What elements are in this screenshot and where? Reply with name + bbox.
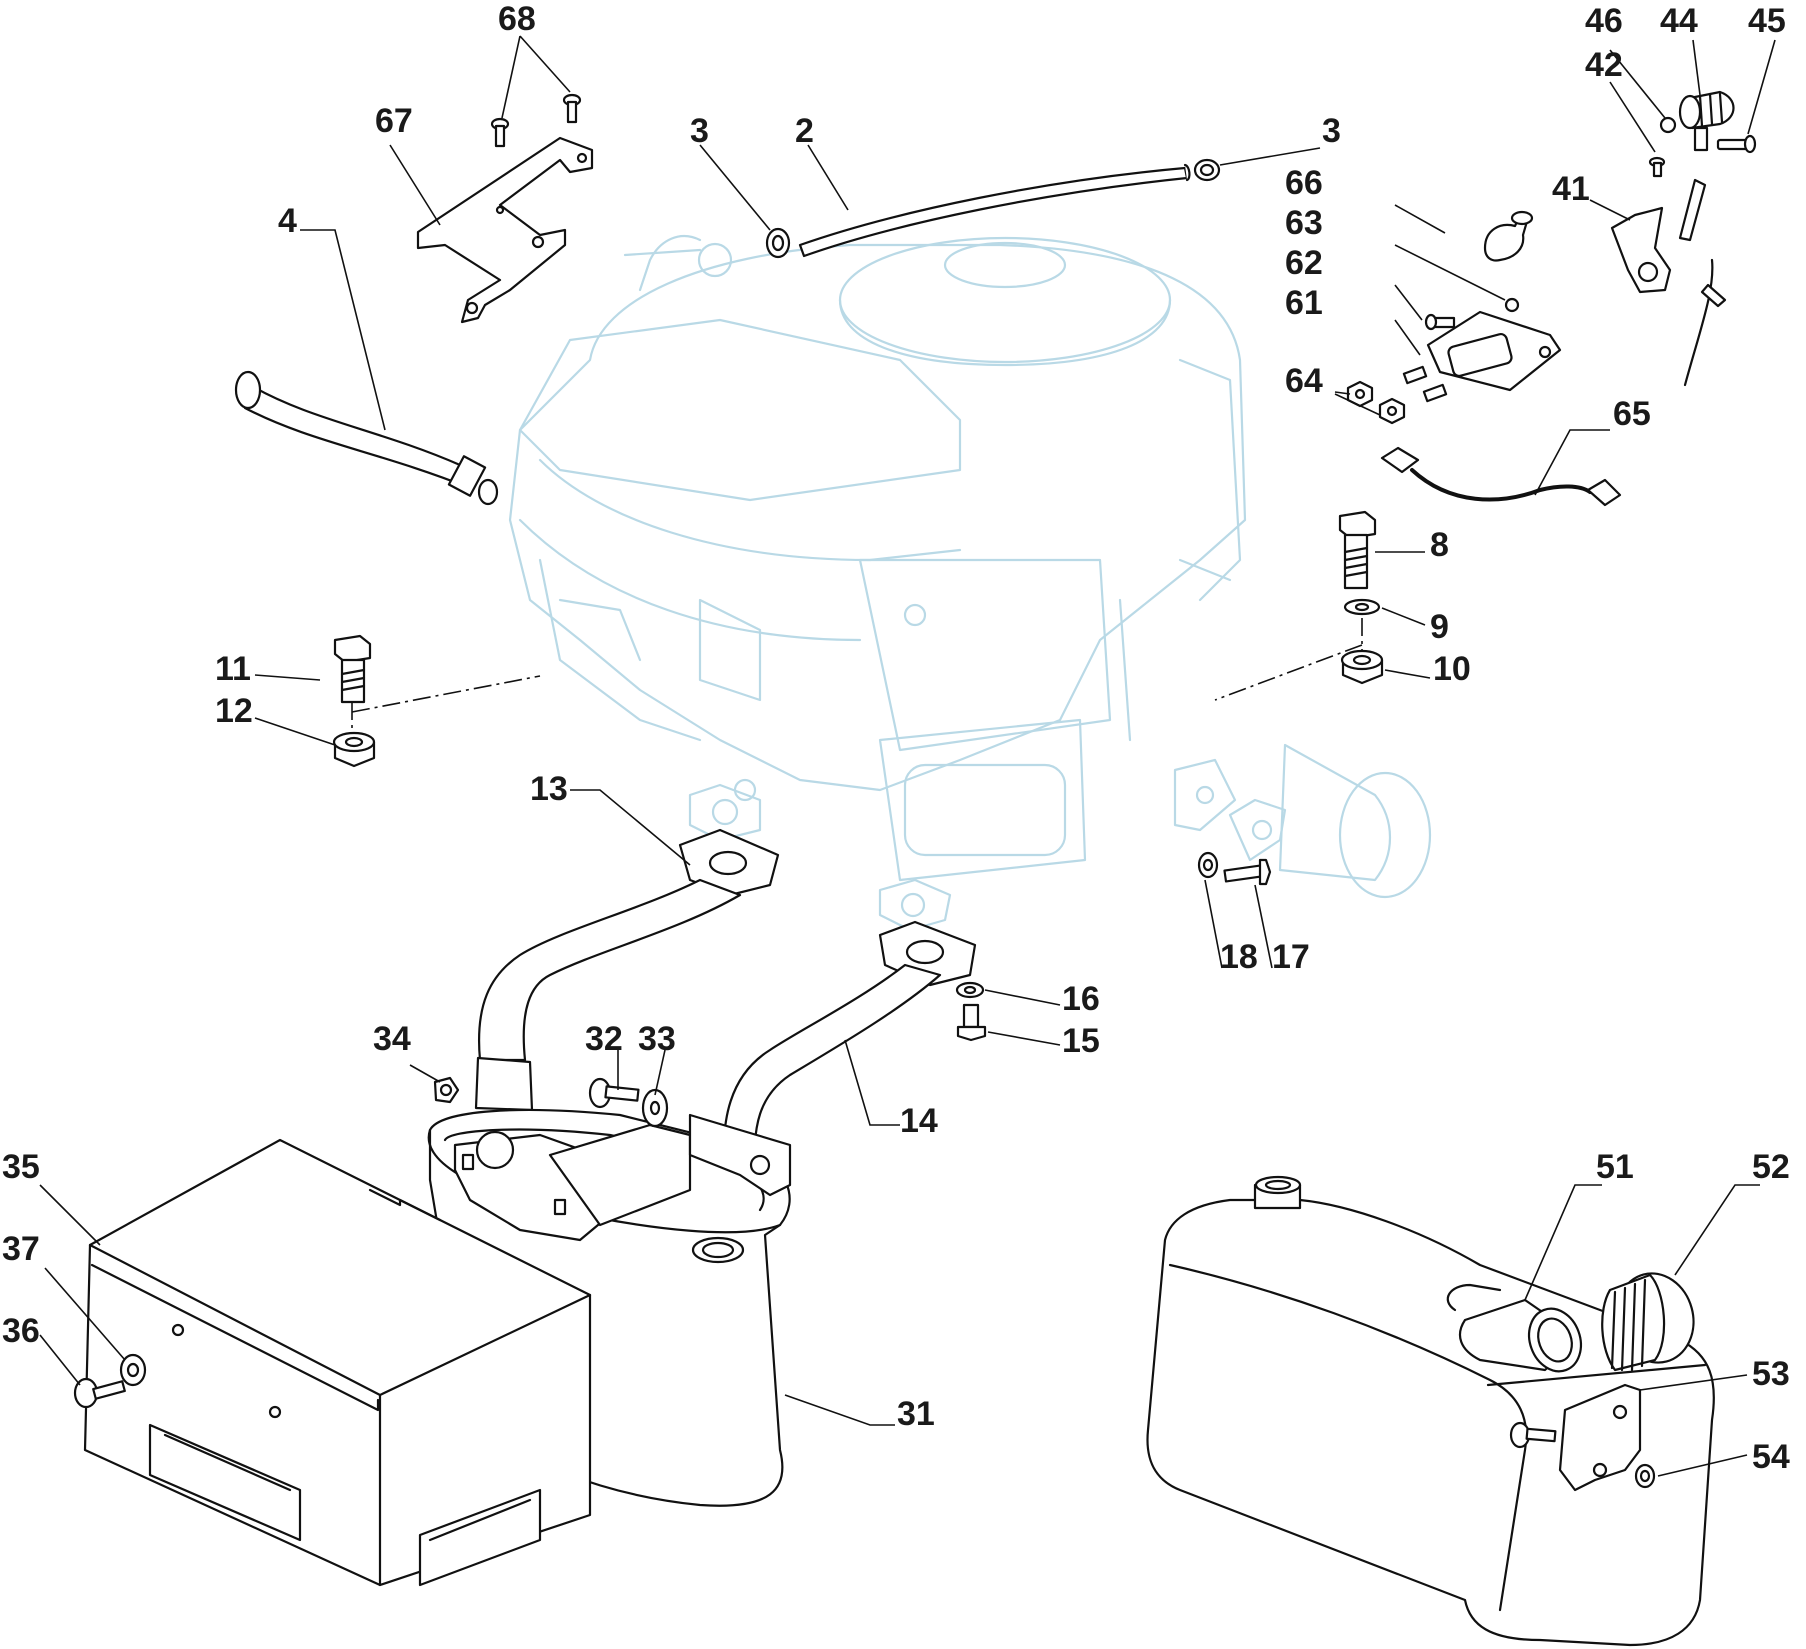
clip-nut-part-34 [433, 1076, 460, 1104]
callout-45: 45 [1748, 2, 1786, 40]
bolt-part-8 [1338, 510, 1377, 590]
clamp-part-44 [1678, 90, 1735, 152]
callout-16: 16 [1062, 980, 1100, 1018]
callout-68: 68 [498, 0, 536, 38]
callout-52: 52 [1752, 1148, 1790, 1186]
screw-part-42 [1648, 156, 1666, 178]
nut-part-10 [1340, 649, 1384, 685]
engine-ghost [508, 235, 1432, 932]
washer-part-16 [955, 981, 985, 999]
callout-13: 13 [530, 770, 568, 808]
oil-filter-ghost [1173, 743, 1432, 899]
throttle-lever-part-41 [1610, 178, 1727, 387]
boot-part-66 [1483, 210, 1534, 262]
callout-42: 42 [1585, 46, 1623, 84]
nut-part-12 [332, 731, 376, 768]
callout-10: 10 [1433, 650, 1471, 688]
callout-3-right: 3 [1322, 112, 1341, 150]
callout-32: 32 [585, 1020, 623, 1058]
callout-53: 53 [1752, 1355, 1790, 1393]
fuel-tank-part-51 [1146, 1175, 1715, 1647]
nut-part-46 [1659, 116, 1677, 134]
callout-18: 18 [1220, 938, 1258, 976]
callout-64: 64 [1285, 362, 1323, 400]
washer-part-37 [119, 1353, 147, 1387]
callout-61: 61 [1285, 284, 1323, 322]
bracket-part-53 [1509, 1383, 1642, 1492]
callout-63: 63 [1285, 204, 1323, 242]
leader-lines [39, 35, 1776, 1477]
callout-3-left: 3 [690, 112, 709, 150]
nut-part-63 [1504, 297, 1520, 313]
bolt-part-15 [956, 1003, 987, 1042]
callout-12: 12 [215, 692, 253, 730]
callout-2: 2 [795, 112, 814, 150]
callout-35: 35 [2, 1148, 40, 1186]
callout-11: 11 [215, 650, 251, 688]
exhaust-pipe-part-13 [474, 828, 780, 1112]
nut-part-54 [1634, 1463, 1656, 1489]
callout-46: 46 [1585, 2, 1623, 40]
fuel-line-part-2 [798, 163, 1191, 258]
washer-part-33 [641, 1088, 669, 1128]
callout-54: 54 [1752, 1438, 1790, 1476]
callout-labels: 68 67 4 3 2 3 46 44 45 42 41 66 63 62 61… [2, 0, 1790, 1476]
breather-hose-part-4 [234, 370, 499, 506]
washer-part-9 [1343, 598, 1381, 616]
bolt-part-11 [333, 634, 372, 704]
washer-part-18 [1197, 851, 1219, 879]
bracket-part-67 [416, 136, 594, 324]
callout-34: 34 [373, 1020, 411, 1058]
callout-14: 14 [900, 1102, 938, 1140]
cover-part-35 [83, 1138, 592, 1587]
callout-31: 31 [897, 1395, 935, 1433]
hose-clamp-part-3-right [1193, 158, 1221, 182]
callout-62: 62 [1285, 244, 1323, 282]
screw-part-62 [1424, 313, 1456, 331]
hose-clamp-part-3-left [765, 227, 791, 259]
callout-33: 33 [638, 1020, 676, 1058]
callout-36: 36 [2, 1312, 40, 1350]
callout-8: 8 [1430, 526, 1449, 564]
wire-part-65 [1380, 446, 1622, 507]
nut-part-64 [1346, 380, 1406, 425]
callout-17: 17 [1272, 938, 1310, 976]
bolt-part-17 [1223, 858, 1272, 886]
cap-part-52 [1601, 1272, 1695, 1372]
screw-part-45 [1716, 134, 1757, 154]
bolt-part-32 [588, 1077, 640, 1109]
callout-15: 15 [1062, 1022, 1100, 1060]
callout-41: 41 [1552, 170, 1590, 208]
solenoid-part-61 [1402, 310, 1562, 403]
bolt-part-36 [73, 1377, 126, 1409]
callout-37: 37 [2, 1230, 40, 1268]
callout-65: 65 [1613, 395, 1651, 433]
screw-part-68-right [562, 93, 582, 124]
callout-51: 51 [1596, 1148, 1634, 1186]
callout-4: 4 [278, 202, 297, 240]
callout-44: 44 [1660, 2, 1698, 40]
screw-part-68-left [490, 117, 510, 148]
alignment-lines [351, 618, 1363, 730]
callout-9: 9 [1430, 608, 1449, 646]
callout-67: 67 [375, 102, 413, 140]
callout-66: 66 [1285, 164, 1323, 202]
